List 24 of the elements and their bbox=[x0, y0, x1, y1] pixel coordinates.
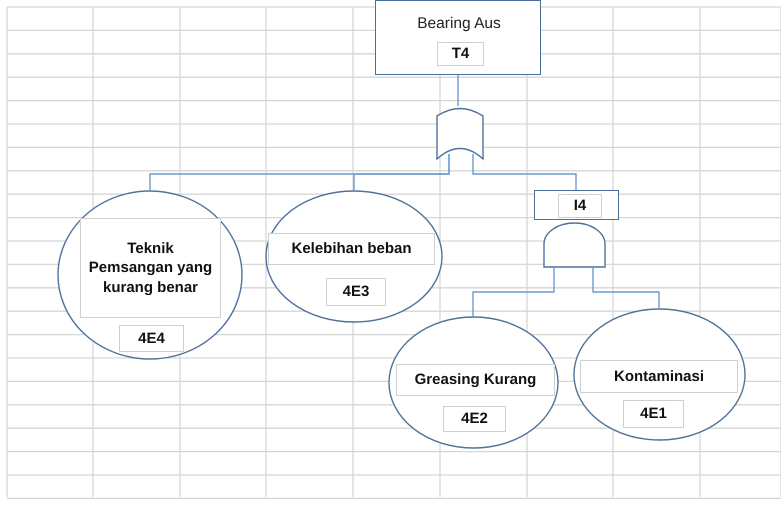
connector-line bbox=[353, 154, 450, 190]
or-gate bbox=[436, 106, 484, 160]
connector-line bbox=[472, 154, 577, 190]
basic-event-circle bbox=[265, 190, 443, 323]
basic-event-circle bbox=[388, 316, 559, 449]
event-code: T4 bbox=[437, 42, 484, 66]
event-label: Bearing Aus bbox=[416, 15, 502, 34]
event-label: Greasing Kurang bbox=[396, 364, 555, 396]
basic-event-circle bbox=[57, 190, 243, 360]
event-label: Kontaminasi bbox=[580, 360, 738, 393]
event-label: Teknik Pemsangan yang kurang benar bbox=[80, 218, 221, 318]
event-code: I4 bbox=[558, 194, 602, 218]
event-code: 4E1 bbox=[623, 400, 684, 428]
event-code: 4E3 bbox=[326, 278, 386, 306]
basic-event-circle bbox=[573, 308, 746, 441]
event-code: 4E4 bbox=[119, 325, 184, 352]
event-code: 4E2 bbox=[443, 406, 506, 432]
intermediate-event-box bbox=[534, 190, 619, 220]
connector-line bbox=[472, 268, 555, 316]
connector-line bbox=[457, 75, 459, 106]
event-label: Kelebihan beban bbox=[268, 233, 435, 265]
connector-line bbox=[592, 268, 660, 308]
and-gate bbox=[543, 222, 606, 268]
top-event-box bbox=[375, 0, 541, 75]
